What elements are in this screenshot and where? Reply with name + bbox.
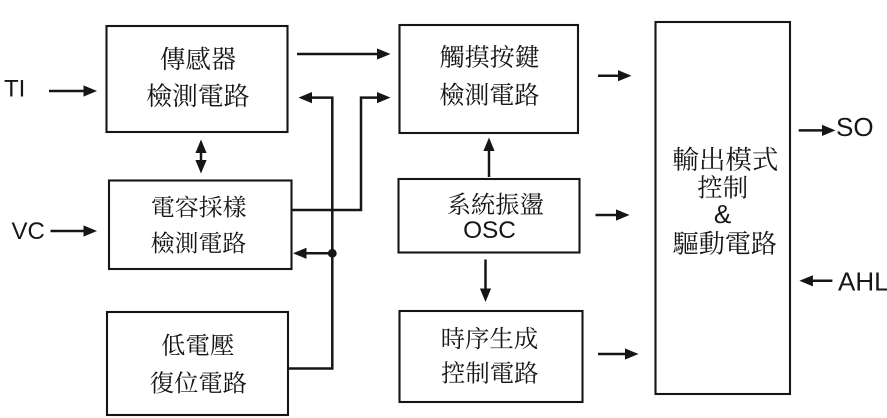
svg-text:SO: SO: [836, 112, 874, 142]
svg-text:AHLB: AHLB: [838, 267, 887, 297]
svg-text:VC: VC: [12, 218, 45, 245]
svg-text:&: &: [714, 199, 731, 229]
svg-text:OSC: OSC: [463, 217, 516, 244]
svg-text:TI: TI: [4, 76, 25, 103]
